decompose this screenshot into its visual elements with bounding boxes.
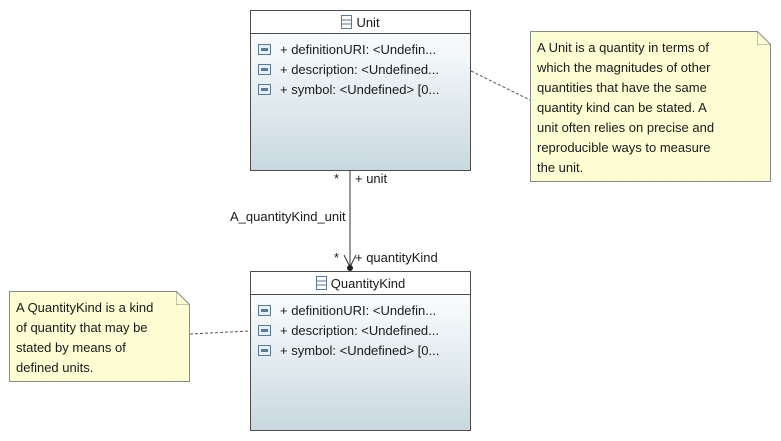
unit-attribute-text: + definitionURI: <Undefin... xyxy=(280,41,437,57)
unit-attribute-list: + definitionURI: <Undefin... + descripti… xyxy=(251,34,470,99)
unit-attribute-row[interactable]: + definitionURI: <Undefin... xyxy=(251,39,470,59)
note-line: A QuantityKind is a kind xyxy=(16,300,154,315)
unit-attribute-row[interactable]: + description: <Undefined... xyxy=(251,59,470,79)
note-line: defined units. xyxy=(16,360,94,375)
note-line: reproducible ways to measure xyxy=(537,140,711,155)
unit-end-multiplicity: * xyxy=(334,171,340,186)
ownership-dot xyxy=(347,265,353,271)
quantitykind-attribute-list: + definitionURI: <Undefin... + descripti… xyxy=(251,295,470,360)
unit-note-anchor xyxy=(470,70,531,101)
association-name[interactable]: A_quantityKind_unit xyxy=(230,209,346,224)
note-line: unit often relies on precise and xyxy=(537,120,715,135)
note-line: the unit. xyxy=(537,160,584,175)
attribute-icon xyxy=(258,43,271,55)
unit-class-header: Unit xyxy=(251,11,470,34)
class-icon xyxy=(341,15,353,29)
class-icon xyxy=(315,276,327,290)
note-line: of quantity that may be xyxy=(16,320,148,335)
attribute-icon xyxy=(258,63,271,75)
unit-class-name: Unit xyxy=(356,14,380,30)
note-line: A Unit is a quantity in terms of xyxy=(537,40,709,55)
quantitykind-class[interactable]: QuantityKind + definitionURI: <Undefin..… xyxy=(250,271,471,431)
quantitykind-end-multiplicity: * xyxy=(334,250,340,265)
note-line: which the magnitudes of other xyxy=(537,60,711,75)
unit-class[interactable]: Unit + definitionURI: <Undefin... + desc… xyxy=(250,10,471,171)
unit-end-role[interactable]: + unit xyxy=(355,171,388,186)
unit-attribute-text: + symbol: <Undefined> [0... xyxy=(280,81,440,97)
quantitykind-note-anchor xyxy=(189,330,251,335)
quantitykind-attribute-text: + symbol: <Undefined> [0... xyxy=(280,342,440,358)
unit-comment-note[interactable]: A Unit is a quantity in terms of which t… xyxy=(530,31,771,182)
quantitykind-attribute-text: + description: <Undefined... xyxy=(280,322,439,338)
note-line: quantity kind can be stated. A xyxy=(537,100,707,115)
attribute-icon xyxy=(258,324,271,336)
unit-attribute-text: + description: <Undefined... xyxy=(280,61,439,77)
attribute-icon xyxy=(258,83,271,95)
note-fold-corner xyxy=(176,291,190,305)
note-fold-corner xyxy=(757,31,771,45)
attribute-icon xyxy=(258,304,271,316)
note-line: quantities that have the same xyxy=(537,80,707,95)
quantitykind-attribute-row[interactable]: + definitionURI: <Undefin... xyxy=(251,300,470,320)
quantitykind-class-header: QuantityKind xyxy=(251,272,470,295)
note-line: stated by means of xyxy=(16,340,126,355)
quantitykind-end-role[interactable]: + quantityKind xyxy=(355,250,438,265)
quantitykind-comment-note[interactable]: A QuantityKind is a kind of quantity tha… xyxy=(9,291,190,382)
quantitykind-attribute-text: + definitionURI: <Undefin... xyxy=(280,302,437,318)
attribute-icon xyxy=(258,344,271,356)
unit-attribute-row[interactable]: + symbol: <Undefined> [0... xyxy=(251,79,470,99)
quantitykind-attribute-row[interactable]: + symbol: <Undefined> [0... xyxy=(251,340,470,360)
quantitykind-class-name: QuantityKind xyxy=(330,275,406,291)
quantitykind-attribute-row[interactable]: + description: <Undefined... xyxy=(251,320,470,340)
